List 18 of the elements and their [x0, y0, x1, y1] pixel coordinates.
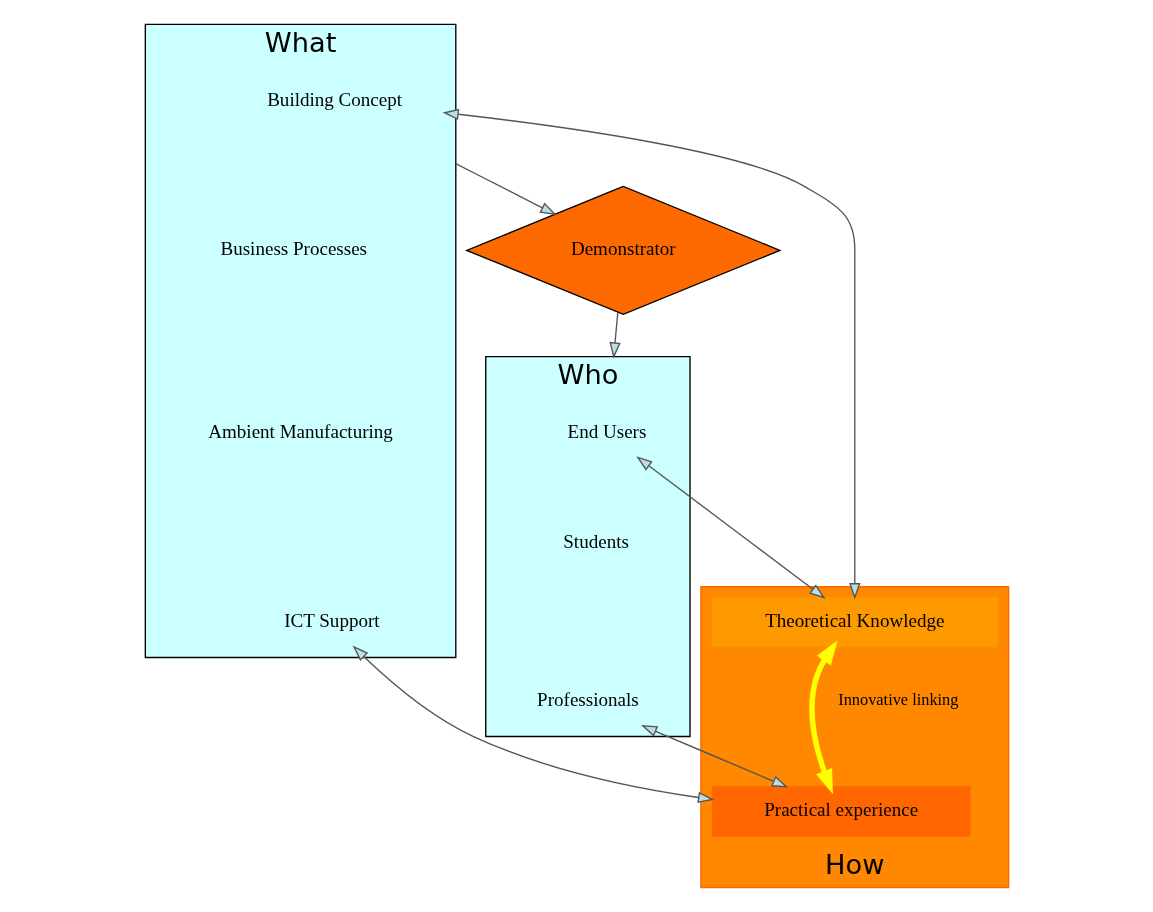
arrow: [808, 640, 838, 795]
node-text: Students: [562, 531, 629, 553]
arrow: [441, 108, 860, 600]
arrow: [640, 725, 788, 788]
arrow: [608, 311, 621, 359]
node-text: End Users: [567, 420, 646, 442]
node-diamond: Demonstrator: [464, 185, 782, 316]
node-text: Building Concept: [266, 88, 402, 110]
node-text: Business Processes: [219, 238, 367, 260]
node-text: Professionals: [536, 689, 639, 711]
edge-label: Innovative linking: [837, 690, 958, 710]
node-text: Ambient Manufacturing: [207, 420, 393, 442]
node-box: Practical experience: [711, 786, 971, 837]
node-text: ICT Support: [283, 610, 380, 632]
arrow: [635, 456, 826, 599]
arrow: [352, 645, 714, 804]
node-box: Theoretical Knowledge: [711, 596, 998, 648]
arrow: [454, 163, 556, 215]
